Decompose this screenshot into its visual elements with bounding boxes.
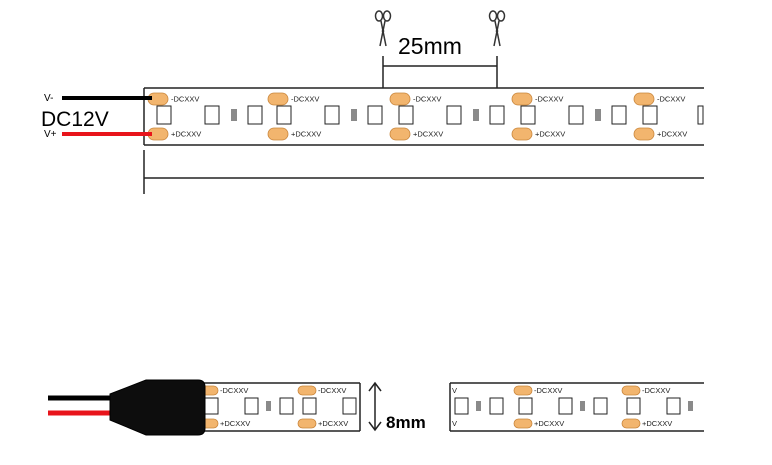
solder-pad-positive — [267, 127, 289, 141]
led-chip — [593, 397, 608, 415]
bottom-left-segments: -DCXXV +DCXXV -DCXXV +DCXXV — [199, 385, 357, 429]
led-chip — [156, 105, 172, 125]
pad-positive-label: +DCXXV — [413, 130, 443, 139]
width-arrow — [368, 381, 382, 432]
led-chip — [558, 397, 573, 415]
pad-positive-label: +DCXXV — [171, 130, 201, 139]
solder-pad-positive — [511, 127, 533, 141]
bottom-strip: -DCXXV+DCXXV-DCXXV+DCXXV -DCXXV+DCXXV-DC… — [48, 379, 704, 436]
top-strip-segments: -DCXXV +DCXXV -DCXXV +DCXXV -DCXXV +DCXXV -DCX… — [147, 92, 704, 141]
led-chip — [398, 105, 414, 125]
pad-negative-label: -DCXXV — [171, 95, 199, 104]
led-chip — [279, 397, 294, 415]
resistor — [266, 401, 271, 411]
cut-length-label: 25mm — [398, 33, 462, 59]
led-chip — [568, 105, 584, 125]
led-chip — [520, 105, 536, 125]
pad-negative-label: -DCXXV — [535, 95, 563, 104]
led-chip — [611, 105, 627, 125]
led-chip — [446, 105, 462, 125]
pad-positive-label: +DCXXV — [535, 130, 565, 139]
wire-negative-label: V- — [44, 93, 53, 104]
solder-pad-negative — [297, 385, 317, 396]
scissors-icon — [374, 10, 392, 47]
pad-negative-label: -DCXXV — [413, 95, 441, 104]
resistor — [580, 401, 585, 411]
cut-length-dimension: 25mm — [374, 10, 506, 88]
led-chip — [204, 105, 220, 125]
solder-pad-negative — [621, 385, 641, 396]
pad-negative-label: -DCXXV — [220, 386, 248, 395]
led-chip — [518, 397, 533, 415]
pad-positive-label: +DCXXV — [220, 419, 250, 428]
pad-positive-label: +DCXXV — [291, 130, 321, 139]
pad-negative-label: -DCXXV — [318, 386, 346, 395]
pad-label-fragment: V — [452, 419, 457, 428]
led-chip — [697, 105, 704, 125]
pad-negative-label: -DCXXV — [534, 386, 562, 395]
solder-pad-positive — [389, 127, 411, 141]
wire-positive-label: V+ — [44, 129, 57, 140]
led-chip — [666, 397, 681, 415]
pad-positive-label: +DCXXV — [318, 419, 348, 428]
led-chip — [626, 397, 641, 415]
pad-positive-label: +DCXXV — [642, 419, 672, 428]
resistor — [476, 401, 481, 411]
solder-pad-negative — [633, 92, 655, 106]
top-strip: -DCXXV +DCXXV -DCXXV +DCXXV -DCXXV +DCXXV -DCX… — [41, 10, 704, 194]
led-chip — [642, 105, 658, 125]
scissors-icon — [488, 10, 506, 47]
led-chip — [367, 105, 383, 125]
pad-negative-label: -DCXXV — [657, 95, 685, 104]
solder-pad-positive — [621, 418, 641, 429]
strip-width-label: 8mm — [386, 413, 426, 432]
led-chip — [302, 397, 317, 415]
led-chip — [454, 397, 469, 415]
resistor — [351, 109, 357, 121]
solder-pad-positive — [633, 127, 655, 141]
solder-pad-positive — [297, 418, 317, 429]
led-chip — [247, 105, 263, 125]
led-chip — [244, 397, 259, 415]
solder-pad-negative — [389, 92, 411, 106]
led-chip — [489, 105, 505, 125]
led-chip — [489, 397, 504, 415]
pad-positive-label: +DCXXV — [657, 130, 687, 139]
voltage-label: DC12V — [41, 108, 109, 131]
pad-negative-label: -DCXXV — [291, 95, 319, 104]
resistor — [231, 109, 237, 121]
resistor — [688, 401, 693, 411]
resistor — [473, 109, 479, 121]
solder-pad-negative — [267, 92, 289, 106]
pad-negative-label: -DCXXV — [642, 386, 670, 395]
strip-connector — [109, 379, 206, 436]
pad-label-fragment: V — [452, 386, 457, 395]
bottom-right-segments: -DCXXV +DCXXV -DCXXV +DCXXV V V — [452, 385, 693, 429]
led-chip — [342, 397, 357, 415]
led-chip — [204, 397, 219, 415]
led-chip — [324, 105, 340, 125]
pad-positive-label: +DCXXV — [534, 419, 564, 428]
led-chip — [276, 105, 292, 125]
solder-pad-positive — [513, 418, 533, 429]
resistor — [595, 109, 601, 121]
solder-pad-negative — [513, 385, 533, 396]
solder-pad-negative — [511, 92, 533, 106]
